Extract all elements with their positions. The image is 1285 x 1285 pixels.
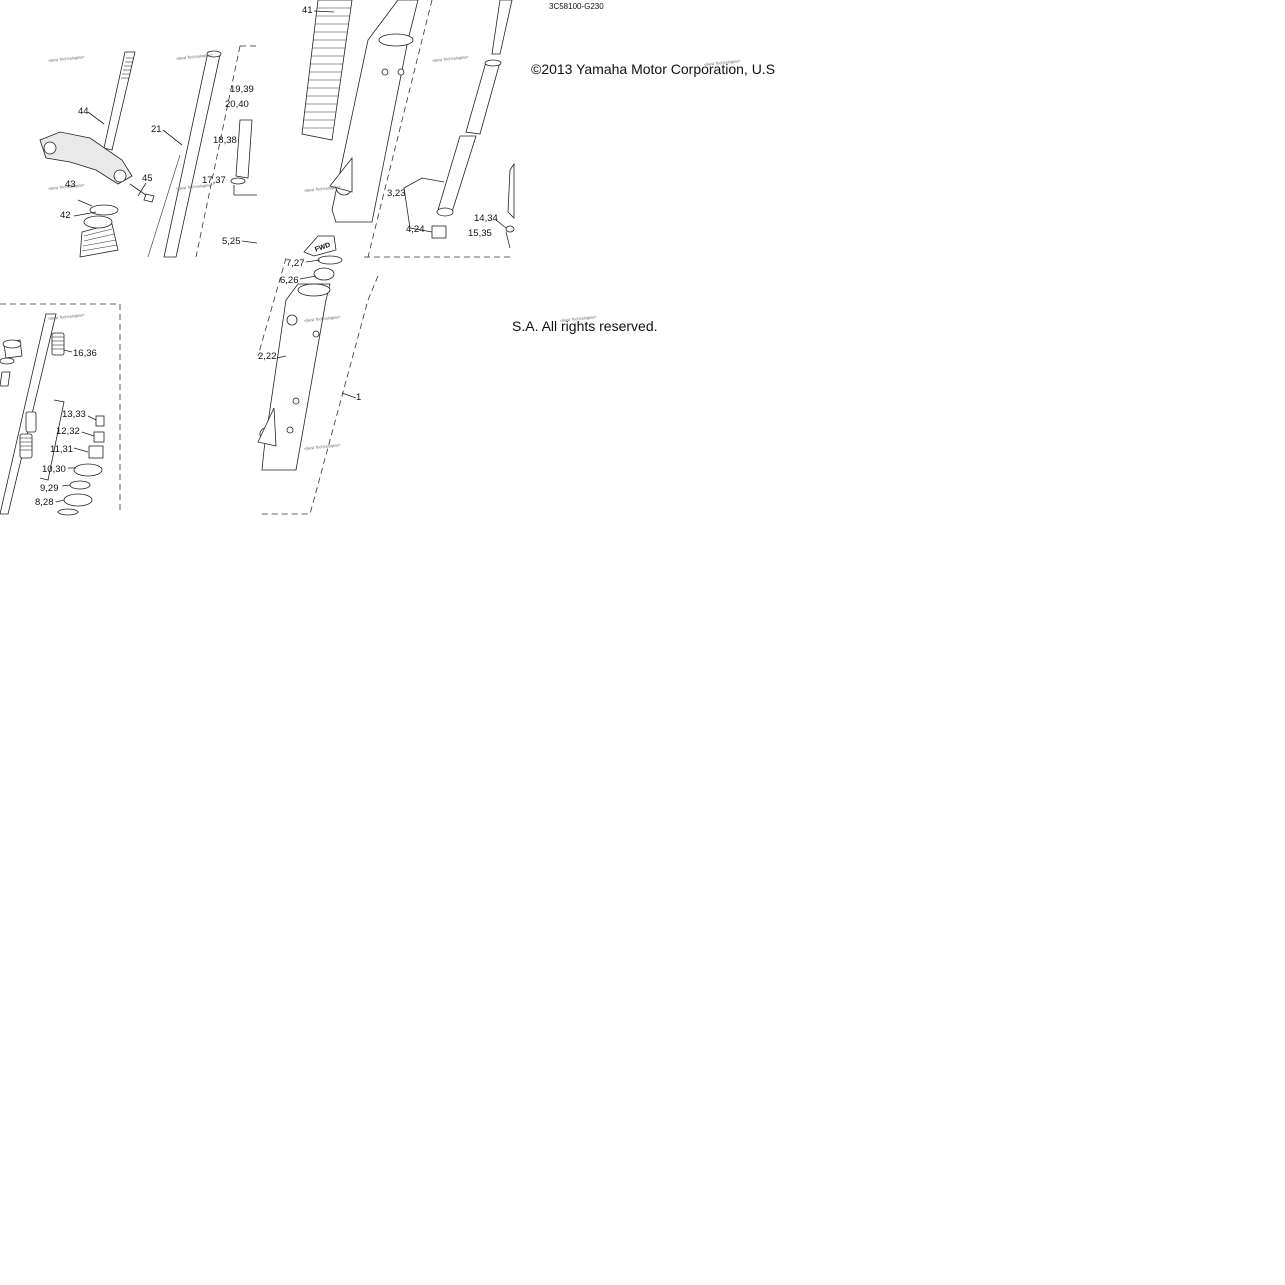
callout-21: 21 [151, 124, 162, 135]
callout-7-27: 7,27 [286, 258, 305, 269]
copyright-line-1: ©2013 Yamaha Motor Corporation, U.S [531, 61, 775, 77]
callout-42: 42 [60, 210, 71, 221]
outer-tube-upper [331, 0, 419, 223]
watermark: <Best Technologies> [304, 442, 342, 451]
oil-lock-piece [431, 225, 447, 239]
clip-7-27 [317, 255, 343, 265]
callout-12-32: 12,32 [56, 426, 80, 437]
fork-spring [465, 61, 501, 135]
callout-20-40: 20,40 [225, 99, 249, 110]
callout-5-25: 5,25 [222, 236, 241, 247]
bearing-race [89, 204, 119, 216]
callout-43: 43 [65, 179, 76, 190]
part-12-32 [93, 431, 105, 443]
part-9-29 [69, 480, 91, 490]
watermark: <Best Technologies> [176, 182, 214, 191]
oil-seal-6-26 [313, 267, 335, 281]
callouts: 41 44 21 45 43 42 19,39 20,40 18,38 17,3… [35, 5, 498, 508]
callout-9-29: 9,29 [40, 483, 59, 494]
part-11-31 [88, 445, 104, 459]
callout-2-22: 2,22 [258, 351, 277, 362]
callout-4-24: 4,24 [406, 224, 425, 235]
watermark: <Best Technologies> [48, 182, 86, 191]
part-8-28 [63, 493, 93, 507]
spring-16-36 [51, 332, 65, 356]
washer-17-37 [230, 177, 246, 185]
callout-6-26: 6,26 [280, 275, 299, 286]
diagram-code: 3C58100-G230 [549, 2, 604, 11]
watermarks: <Best Technologies> <Best Technologies> … [48, 52, 742, 451]
callout-19-39: 19,39 [230, 84, 254, 95]
under-bracket [39, 131, 133, 185]
tile-steering-stem [39, 45, 257, 258]
callout-41: 41 [302, 5, 313, 16]
watermark: <Best Technologies> [304, 314, 342, 323]
outer-tube-2-22 [261, 283, 331, 471]
callout-8-28: 8,28 [35, 497, 54, 508]
watermark: <Best Technologies> [704, 58, 742, 67]
callout-13-33: 13,33 [62, 409, 86, 420]
tile-fork-internals [0, 303, 121, 516]
watermark: <Best Technologies> [176, 52, 214, 61]
callout-10-30: 10,30 [42, 464, 66, 475]
damper-rod-upper [491, 0, 513, 55]
watermark: <Best Technologies> [560, 314, 598, 323]
steering-stem-shaft [103, 51, 136, 151]
callout-44: 44 [78, 106, 89, 117]
callout-15-35: 15,35 [468, 228, 492, 239]
callout-3-23: 3,23 [387, 188, 406, 199]
spring-lower [19, 411, 37, 459]
fork-boot-left [79, 215, 119, 258]
fwd-arrow: FWD [303, 235, 337, 257]
callout-18-38: 18,38 [213, 135, 237, 146]
part-13-33 [95, 415, 105, 427]
tile-damper [403, 0, 515, 249]
tile-outer-tube-lower [257, 255, 379, 515]
copyright-line-2: S.A. All rights reserved. [512, 318, 658, 334]
watermark: <Best Technologies> [48, 54, 86, 63]
part-10-30 [73, 463, 103, 477]
bolt-45 [143, 193, 155, 203]
callout-17-37: 17,37 [202, 175, 226, 186]
callout-1: 1 [356, 392, 361, 403]
tile-outer-tube: FWD [241, 0, 514, 258]
damper-cylinder [437, 135, 477, 213]
callout-11-31: 11,31 [50, 444, 73, 455]
callout-16-36: 16,36 [73, 348, 97, 359]
watermark: <Best Technologies> [432, 54, 470, 63]
damper-rod [235, 119, 253, 179]
watermark: <Best Technologies> [304, 184, 342, 193]
rubber-boot-41 [301, 0, 353, 141]
watermark: <Best Technologies> [48, 312, 86, 321]
callout-14-34: 14,34 [474, 213, 498, 224]
inner-tube-21 [163, 51, 221, 258]
callout-45: 45 [142, 173, 153, 184]
bolt-15-35 [505, 225, 515, 233]
